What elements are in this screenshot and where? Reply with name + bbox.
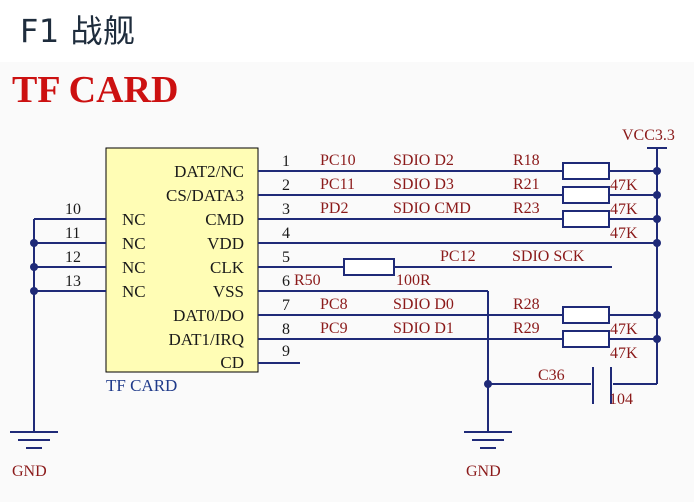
pin-num-10: 10 xyxy=(65,201,81,218)
net-sdio-cmd: SDIO CMD xyxy=(393,200,471,217)
pin-name-5: CLK xyxy=(210,258,245,277)
res-ref-r23: R23 xyxy=(513,200,540,217)
junction-dot xyxy=(30,239,38,247)
pin-name-10: NC xyxy=(122,210,146,229)
junction-dot xyxy=(30,287,38,295)
gnd-symbol-right xyxy=(464,431,512,449)
net-pc9: PC9 xyxy=(320,320,348,337)
res-ref-r21: R21 xyxy=(513,176,540,193)
left-pin-wires xyxy=(33,218,106,432)
resistor-r29 xyxy=(562,330,610,348)
vcc-rail xyxy=(613,147,667,385)
pin-num-5: 5 xyxy=(282,249,290,266)
resistor-r23 xyxy=(562,210,610,228)
tf-card-part-label: TF CARD xyxy=(106,376,177,395)
gnd-symbol-left xyxy=(10,431,58,449)
net-pd2: PD2 xyxy=(320,200,348,217)
junction-dot xyxy=(653,191,661,199)
pin-name-8: DAT1/IRQ xyxy=(168,330,244,349)
pin-num-8: 8 xyxy=(282,321,290,338)
pin-name-13: NC xyxy=(122,282,146,301)
junction-dot xyxy=(30,263,38,271)
pin-num-6: 6 xyxy=(282,273,290,290)
resistor-r21 xyxy=(562,186,610,204)
pin-num-4: 4 xyxy=(282,225,290,242)
pin-num-13: 13 xyxy=(65,273,81,290)
tf-card-body xyxy=(105,147,259,373)
resistor-r50 xyxy=(343,258,395,276)
right-pin-wires xyxy=(258,170,657,364)
res-ref-r28: R28 xyxy=(513,296,540,313)
pin-name-6: VSS xyxy=(213,282,244,301)
net-sdio-d0: SDIO D0 xyxy=(393,296,454,313)
res-val-r29: 47K xyxy=(610,345,638,362)
net-sdio-d2: SDIO D2 xyxy=(393,152,454,169)
pin-num-9: 9 xyxy=(282,343,290,360)
vcc-label: VCC3.3 xyxy=(622,127,675,144)
junction-dot xyxy=(653,239,661,247)
res-val-r21: 47K xyxy=(610,201,638,218)
pin-num-1: 1 xyxy=(282,153,290,170)
resistor-leads xyxy=(609,170,657,340)
res-ref-r50: R50 xyxy=(294,272,321,289)
junction-dot xyxy=(653,215,661,223)
res-ref-r29: R29 xyxy=(513,320,540,337)
res-val-r23: 47K xyxy=(610,225,638,242)
page-heading: F1 战舰 xyxy=(20,12,136,50)
res-val-r28: 47K xyxy=(610,321,638,338)
junction-dot xyxy=(653,311,661,319)
net-pc11: PC11 xyxy=(320,176,355,193)
net-pc10: PC10 xyxy=(320,152,356,169)
gnd-net-right xyxy=(487,291,591,432)
net-sdio-d1: SDIO D1 xyxy=(393,320,454,337)
pin-name-7: DAT0/DO xyxy=(173,306,244,325)
pin-name-9: CD xyxy=(220,353,244,372)
pin-num-3: 3 xyxy=(282,201,290,218)
res-ref-r18: R18 xyxy=(513,152,540,169)
pin-num-12: 12 xyxy=(65,249,81,266)
pin-name-12: NC xyxy=(122,258,146,277)
net-sdio-sck: SDIO SCK xyxy=(512,248,585,265)
pin-num-7: 7 xyxy=(282,297,290,314)
junction-dot xyxy=(653,167,661,175)
schematic-title: TF CARD xyxy=(12,69,178,111)
cap-val-c36: 104 xyxy=(609,391,633,408)
resistor-r28 xyxy=(562,306,610,324)
capacitor-c36 xyxy=(592,367,612,404)
pin-name-4: VDD xyxy=(207,234,244,253)
pin-name-3: CMD xyxy=(205,210,244,229)
junction-dot xyxy=(653,335,661,343)
net-sdio-d3: SDIO D3 xyxy=(393,176,454,193)
res-val-r50: 100R xyxy=(396,272,431,289)
cap-ref-c36: C36 xyxy=(538,367,565,384)
gnd-label-left: GND xyxy=(12,463,47,480)
pin-name-1: DAT2/NC xyxy=(174,162,244,181)
net-pc12: PC12 xyxy=(440,248,476,265)
gnd-label-right: GND xyxy=(466,463,501,480)
junction-dot xyxy=(484,380,492,388)
res-val-r18: 47K xyxy=(610,177,638,194)
pin-num-2: 2 xyxy=(282,177,290,194)
pin-name-11: NC xyxy=(122,234,146,253)
pin-name-2: CS/DATA3 xyxy=(166,186,244,205)
resistor-r18 xyxy=(562,162,610,180)
pin-num-11: 11 xyxy=(65,225,80,242)
net-pc8: PC8 xyxy=(320,296,348,313)
